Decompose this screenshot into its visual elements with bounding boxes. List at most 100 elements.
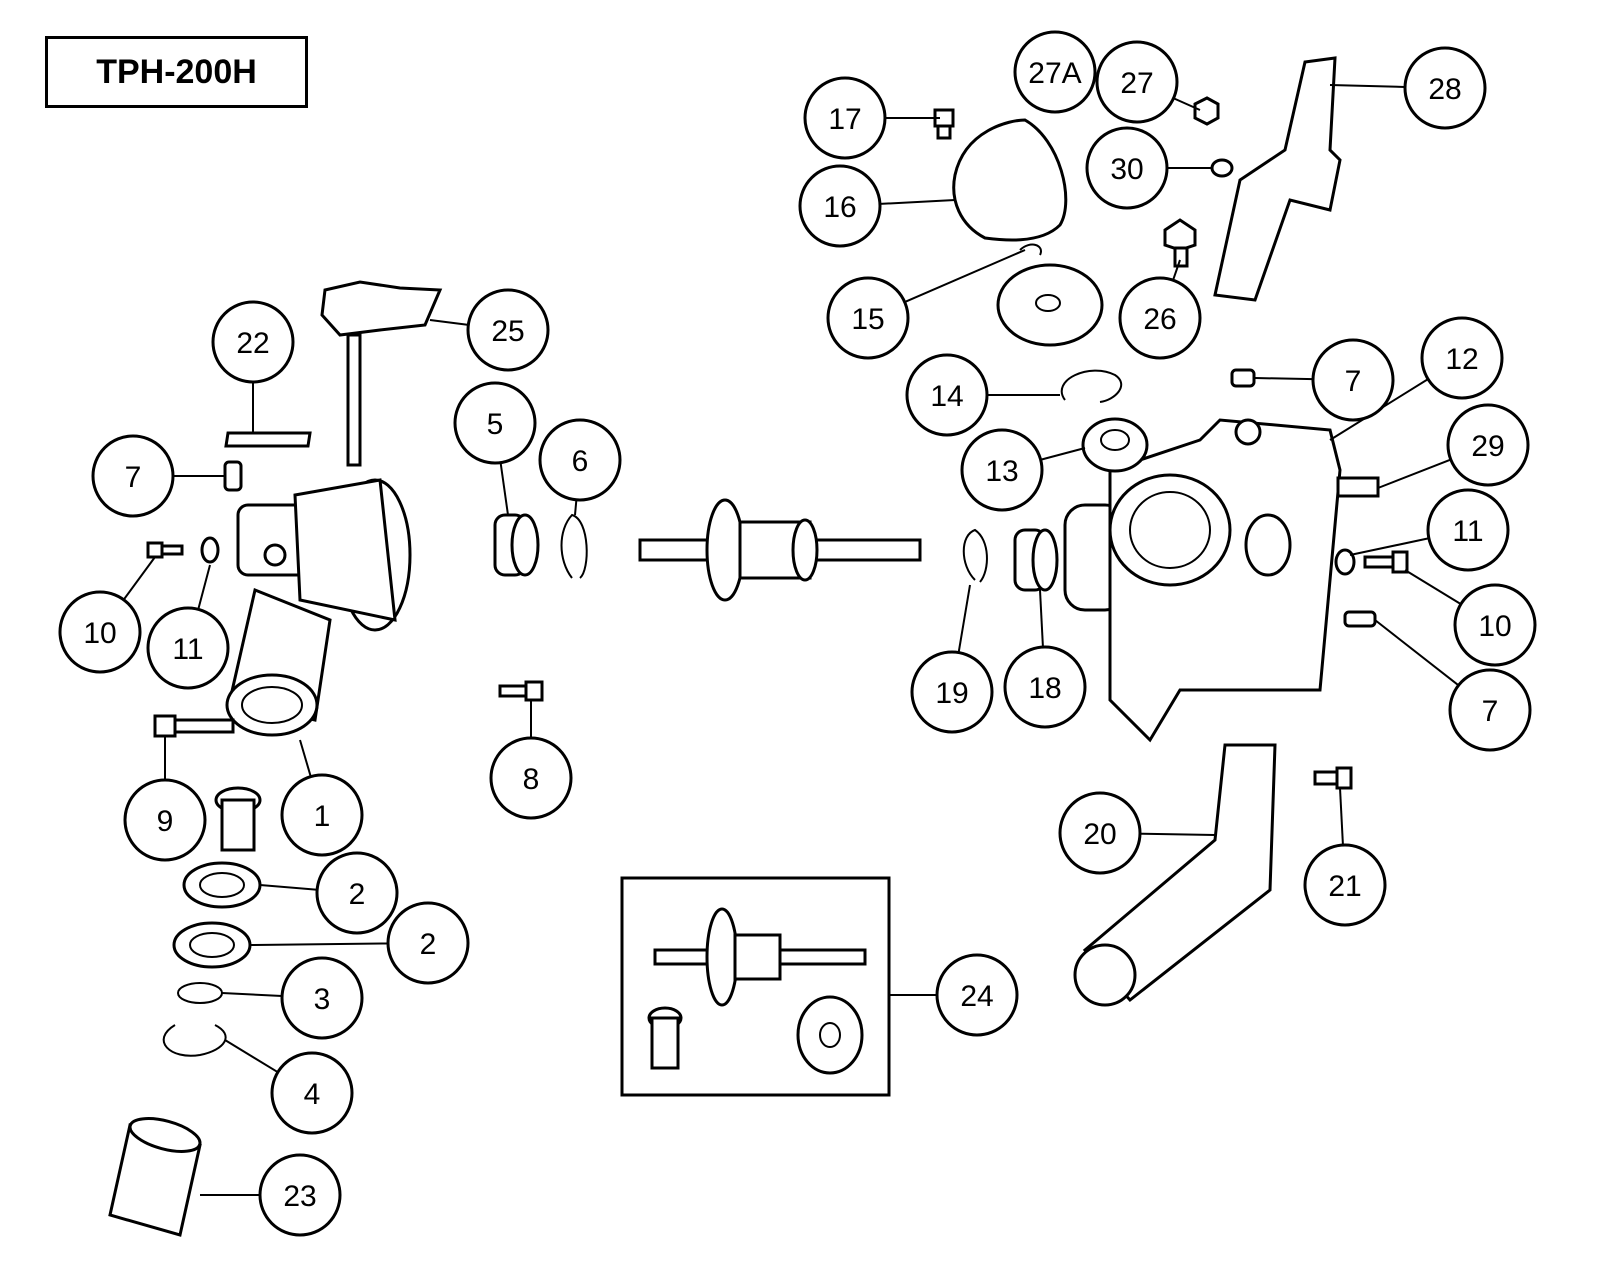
part-shaft: [638, 498, 922, 602]
callout-circle: [1058, 791, 1142, 875]
part-grease-nipple: [1343, 610, 1377, 628]
callout-number: 30: [1110, 153, 1143, 186]
part-nut-27: [1193, 96, 1220, 126]
callout-number: 4: [304, 1078, 321, 1111]
callout-number: 27A: [1028, 57, 1081, 90]
callout-circle: [935, 953, 1019, 1037]
leader-line: [1139, 832, 1216, 836]
callout-24: 24: [935, 953, 1019, 1037]
leader-line: [1329, 84, 1406, 88]
callout-number: 23: [283, 1180, 316, 1213]
callout-number: 21: [1328, 870, 1361, 903]
leader-line: [879, 199, 956, 205]
leader-line: [122, 556, 156, 601]
callout-circle: [123, 778, 207, 862]
callout-number: 28: [1428, 73, 1461, 106]
callout-2: 2: [386, 901, 470, 985]
callout-number: 1: [314, 800, 331, 833]
part-bearing-13: [1081, 417, 1149, 473]
part-cover-16: [952, 118, 1068, 242]
callout-18: 18: [1003, 645, 1087, 729]
callout-11: 11: [1426, 488, 1510, 572]
callout-circle: [1095, 40, 1179, 124]
callout-circle: [1420, 316, 1504, 400]
callout-circle: [211, 300, 295, 384]
part-screw-21: [1313, 766, 1353, 790]
callout-number: 7: [1482, 695, 1499, 728]
callout-7: 7: [1311, 338, 1395, 422]
kit-box-24: [620, 876, 891, 1097]
callout-26: 26: [1118, 276, 1202, 360]
callout-11: 11: [146, 606, 230, 690]
callout-number: 26: [1143, 303, 1176, 336]
callout-number: 13: [985, 455, 1018, 488]
part-circlip-6: [560, 513, 588, 579]
callout-19: 19: [910, 650, 994, 734]
part-screw-17: [933, 108, 955, 140]
callout-number: 15: [851, 303, 884, 336]
callout-5: 5: [453, 381, 537, 465]
callout-circle: [960, 428, 1044, 512]
callout-number: 27: [1120, 67, 1153, 100]
callout-8: 8: [489, 736, 573, 820]
callout-number: 22: [236, 327, 269, 360]
callout-circle: [146, 606, 230, 690]
callout-13: 13: [960, 428, 1044, 512]
callout-20: 20: [1058, 791, 1142, 875]
part-gear-housing-left: [225, 478, 412, 737]
callout-28: 28: [1403, 46, 1487, 130]
callout-number: 9: [157, 805, 174, 838]
leader-line: [1374, 619, 1460, 687]
callout-29: 29: [1446, 403, 1530, 487]
callout-9: 9: [123, 778, 207, 862]
leader-line: [1339, 787, 1344, 846]
callout-number: 2: [349, 878, 366, 911]
callout-number: 6: [572, 445, 589, 478]
leader-line: [299, 739, 312, 777]
part-bearing-5: [493, 513, 540, 577]
callout-circle: [538, 418, 622, 502]
callout-number: 24: [960, 980, 993, 1013]
part-pad-29: [1336, 476, 1380, 498]
callout-circle: [1085, 126, 1169, 210]
callout-circle: [466, 288, 550, 372]
callout-number: 7: [1345, 365, 1362, 398]
callout-circle: [1446, 403, 1530, 487]
callout-circle: [315, 851, 399, 935]
part-gear-housing-right: [1063, 418, 1342, 743]
callout-circle: [91, 434, 175, 518]
callout-27: 27: [1095, 40, 1179, 124]
part-guard-20: [1073, 743, 1277, 1007]
callout-15: 15: [826, 276, 910, 360]
part-seal-15: [996, 263, 1104, 347]
part-circlip-14: [1061, 369, 1123, 403]
part-sleeve-23: [108, 1117, 202, 1237]
callout-circle: [1403, 46, 1487, 130]
callout-30: 30: [1085, 126, 1169, 210]
part-bolt-8: [498, 680, 544, 702]
callout-circle: [489, 736, 573, 820]
part-grease-nipple: [1230, 368, 1256, 388]
part-grease-nipple: [223, 460, 243, 492]
callout-circle: [280, 956, 364, 1040]
callout-circle: [1453, 583, 1537, 667]
callout-1: 1: [280, 773, 364, 857]
callout-7: 7: [1448, 668, 1532, 752]
part-bolt-10: [1363, 550, 1409, 574]
callout-7: 7: [91, 434, 175, 518]
leader-line: [259, 884, 318, 891]
leader-line: [1040, 447, 1086, 461]
callout-circle: [1013, 30, 1097, 114]
leader-line: [499, 462, 509, 516]
part-bracket-28: [1213, 56, 1342, 302]
callout-number: 11: [172, 633, 203, 666]
leader-line: [1349, 537, 1430, 556]
callout-circle: [803, 76, 887, 160]
leader-line: [904, 249, 1026, 304]
part-bearing-18: [1013, 528, 1059, 592]
callout-circle: [258, 1153, 342, 1237]
callout-10: 10: [58, 590, 142, 674]
callout-circle: [270, 1051, 354, 1135]
callout-number: 29: [1471, 430, 1504, 463]
